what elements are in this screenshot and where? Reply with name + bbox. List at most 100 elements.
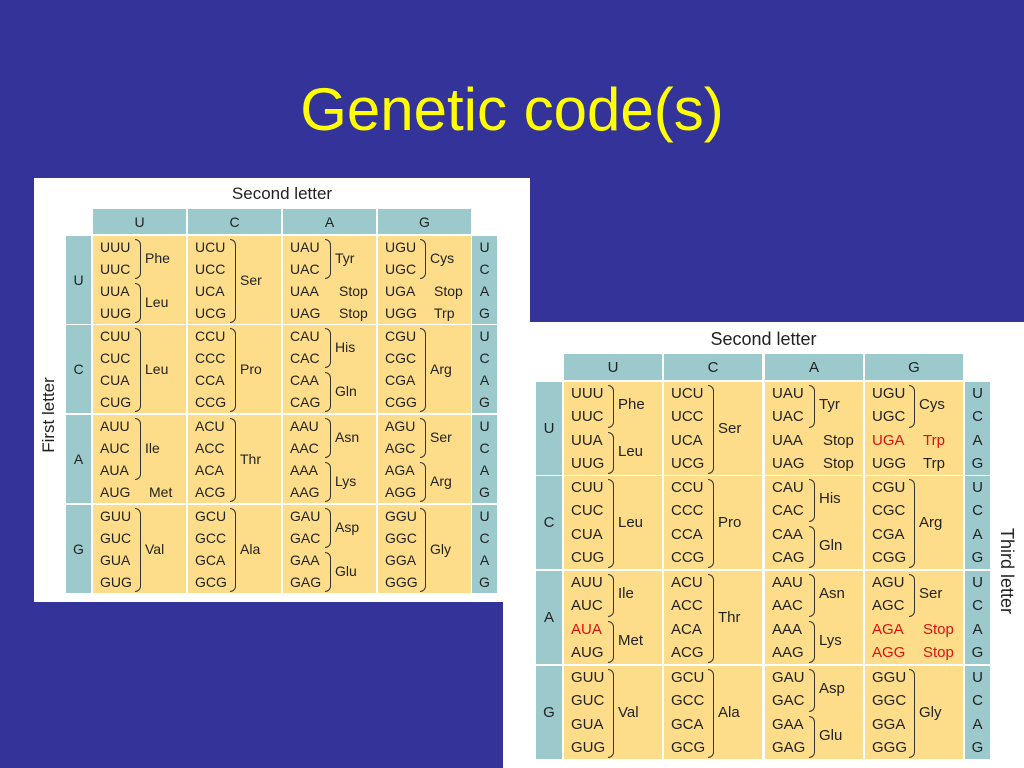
codon: AAG — [772, 643, 804, 661]
codon: AUA — [571, 620, 602, 638]
third-letter-c: C — [479, 261, 490, 277]
amino-acid-label: Leu — [145, 294, 169, 310]
column-header-c: C — [188, 209, 281, 234]
brace-icon — [325, 418, 331, 458]
amino-acid-label: Tyr — [819, 396, 840, 413]
codon: GUC — [571, 692, 605, 710]
third-letter-a: A — [972, 620, 983, 638]
brace-icon — [708, 574, 714, 663]
codon: AUU — [100, 418, 130, 434]
codon: UCG — [671, 454, 705, 472]
amino-acid-label: Ser — [919, 585, 943, 602]
codon: CCG — [195, 394, 227, 410]
codon: CAC — [772, 502, 804, 520]
codon: CUG — [100, 394, 132, 410]
amino-acid-label: Ser — [718, 420, 742, 437]
codon: GGU — [385, 508, 417, 524]
brace-icon — [809, 574, 815, 617]
codon: UUC — [100, 261, 131, 277]
codon: CCU — [195, 328, 226, 344]
amino-acid-label: Arg — [919, 514, 943, 531]
codon: CGA — [872, 525, 905, 543]
row-header-a: A — [536, 571, 562, 664]
codon: AAA — [772, 620, 803, 638]
brace-icon — [708, 479, 714, 568]
row-header-a: A — [66, 415, 91, 503]
codon: CGC — [385, 350, 417, 366]
third-letter-g: G — [971, 738, 984, 756]
amino-acid-label: Gly — [430, 541, 451, 557]
codon: CGU — [385, 328, 417, 344]
codon: CUG — [571, 548, 605, 566]
codon: UUA — [100, 283, 130, 299]
amino-acid-label: Stop — [823, 454, 854, 472]
row-header-c: C — [66, 325, 91, 413]
codon: GAA — [772, 715, 804, 733]
third-letter-c: C — [972, 502, 983, 520]
codon: GUA — [100, 552, 131, 568]
codon: UGU — [385, 239, 417, 255]
amino-acid-label: Leu — [618, 514, 644, 531]
brace-icon — [230, 418, 236, 502]
column-header-g: G — [865, 354, 963, 380]
codon: GGC — [872, 692, 907, 710]
slide-title: Genetic code(s) — [300, 76, 724, 143]
amino-acid-label: Val — [618, 704, 639, 721]
codon: UCA — [195, 283, 225, 299]
codon: CCG — [671, 548, 705, 566]
brace-icon — [909, 669, 915, 758]
third-letter-a: A — [479, 372, 490, 388]
second-letter-heading: Second letter — [710, 329, 817, 349]
amino-acid-label: Thr — [718, 609, 741, 626]
codon: UAG — [772, 454, 805, 472]
codon: GGG — [872, 738, 908, 756]
column-header-a: A — [283, 209, 376, 234]
third-letter-label: Third letter — [997, 527, 1017, 614]
codon: ACG — [195, 484, 226, 500]
codon: UAA — [290, 283, 319, 299]
codon: AAC — [772, 597, 803, 615]
codon: CCC — [671, 502, 704, 520]
brace-icon — [708, 669, 714, 758]
codon: ACC — [671, 597, 703, 615]
third-letter-a: A — [972, 431, 983, 449]
amino-acid-label: Cys — [919, 396, 945, 413]
codon: AGA — [872, 620, 904, 638]
codon: CAA — [772, 525, 803, 543]
amino-acid-label: Asp — [819, 680, 845, 697]
codon: AGG — [872, 643, 906, 661]
codon: ACU — [671, 574, 703, 591]
amino-acid-label: Arg — [430, 361, 452, 377]
codon: ACG — [671, 643, 704, 661]
codon: UUG — [571, 454, 605, 472]
codon: GUG — [571, 738, 606, 756]
brace-icon — [325, 462, 331, 502]
third-letter-g: G — [479, 305, 490, 321]
third-letter-c: C — [479, 530, 490, 546]
brace-icon — [420, 328, 426, 412]
codon: UGU — [872, 385, 906, 402]
codon: GGA — [385, 552, 417, 568]
codon: UUU — [100, 239, 131, 255]
codon: CGA — [385, 372, 416, 388]
amino-acid-label: Met — [618, 631, 644, 649]
brace-icon — [809, 715, 815, 758]
codon: GCU — [195, 508, 227, 524]
brace-icon — [420, 508, 426, 592]
amino-acid-label: Ala — [718, 704, 740, 721]
codon: ACA — [195, 462, 224, 478]
